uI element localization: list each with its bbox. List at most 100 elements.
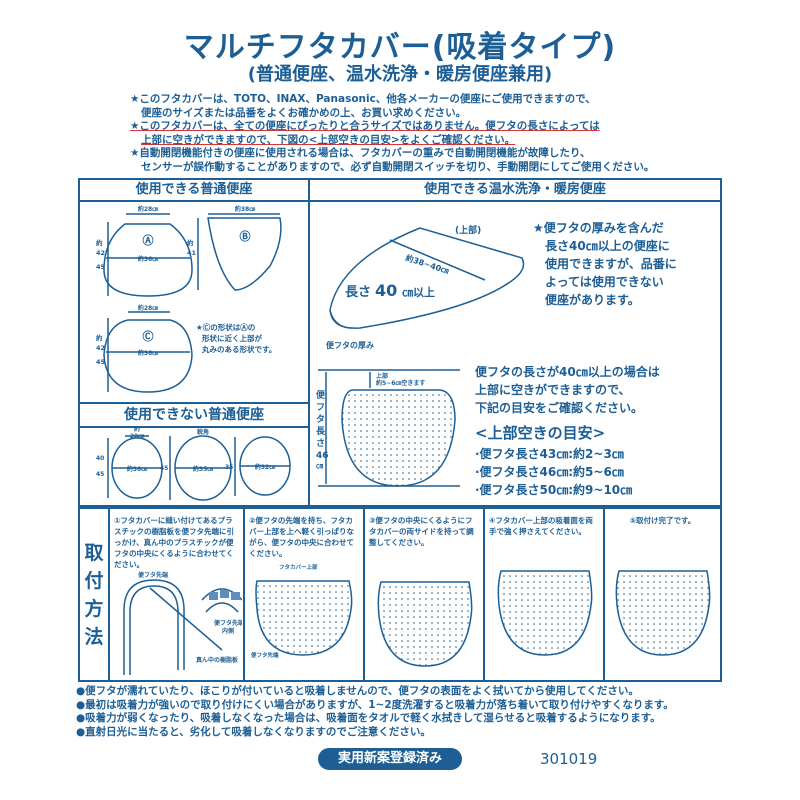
step-2-label: 便フタ先端	[251, 651, 279, 659]
step-5-illustration	[615, 570, 711, 656]
washlet-column: 使用できる温水洗浄・暖房便座 (上部) 約38~40㎝ 長さ 40 ㎝以上 便フ…	[310, 180, 720, 505]
washlet-note: 使用できますが、品番に	[544, 256, 677, 271]
note-line: ★自動開閉機能付きの便座に使用される場合は、フタカバーの重みで自動開閉機能が故障…	[130, 147, 591, 159]
seat-c-note: 形状に近く上部が	[202, 333, 262, 343]
installation-panel: 取 付 方 法 ①フタカバーに縫い付けてあるプラスチックの樹脂板を便フタ先端に引…	[78, 507, 722, 682]
note-line: ★このフタカバーは、全ての便座にぴったりと合うサイズではありません。便フタの長さ…	[130, 120, 600, 132]
compatibility-panel: 使用できる普通便座 Ⓐ 約28㎝ 約36㎝ 約 42 45 Ⓑ 約38㎝ 約 4…	[78, 178, 722, 507]
unusable-3-width: 約32㎝	[255, 463, 275, 471]
info-text: 下記の目安をご確認ください。	[475, 400, 643, 415]
guide-item: ·便フタ長さ46㎝:約5~6㎝	[475, 464, 624, 479]
install-label-char: 法	[84, 626, 104, 648]
seat-a-height: 42	[96, 249, 105, 257]
step-2-illustration: フタカバー上部 便フタ先端	[251, 563, 353, 659]
washlet-lid-shape	[329, 227, 525, 329]
step-text: ②便フタの先端を持ち、フタカバー上部を上へ軽く引っぱりながら、便フタの中央に合わ…	[249, 516, 354, 558]
seat-b-height: 41	[187, 249, 197, 257]
step-1-label: 便フタ先端	[138, 571, 168, 579]
unusable-1-top: 約	[134, 426, 140, 433]
gap-label: 上部	[376, 372, 388, 380]
product-subtitle: (普通便座、温水洗浄・暖房便座兼用)	[247, 64, 553, 85]
lid-length-label: 長	[316, 426, 326, 437]
lid-length-label: フ	[316, 403, 325, 413]
note-line: 便座のサイズまたは品番をよくお確かめの上、お買い求めください。	[141, 106, 467, 119]
utility-model-badge: 実用新案登録済み	[318, 748, 462, 770]
step-1-label: 真ん中の樹脂板	[196, 656, 239, 664]
install-step-3: ③便フタの中央にくるようにフタカバーの両サイドを持って調整してください。	[363, 509, 483, 680]
thickness-label: 便フタの厚み	[326, 340, 374, 350]
note-line: 上部に空きができますので、下図の<上部空きの目安>をよくご確認ください。	[141, 133, 516, 146]
step-4-illustration	[497, 570, 593, 656]
note-line: ★このフタカバーは、TOTO、INAX、Panasonic、他各メーカーの便座に…	[130, 93, 596, 105]
step-text: ④フタカバー上部の吸着面を両手で強く押さえてください。	[489, 516, 593, 536]
guide-title: <上部空きの目安>	[475, 424, 605, 442]
seat-c-width: 約36㎝	[138, 349, 158, 357]
seat-c-label: Ⓒ	[143, 329, 154, 343]
step-text: ③便フタの中央にくるようにフタカバーの両サイドを持って調整してください。	[369, 516, 474, 547]
washlet-diagrams: (上部) 約38~40㎝ 長さ 40 ㎝以上 便フタの厚み ★便フタの厚みを含ん…	[316, 220, 677, 497]
step-1-label: 便フタ先端	[214, 619, 242, 627]
install-step-4: ④フタカバー上部の吸着面を両手で強く押さえてください。	[483, 509, 603, 680]
unusable-2-height: 45	[160, 465, 168, 472]
unusable-regular-header: 使用できない普通便座	[80, 402, 308, 428]
top-label: (上部)	[455, 224, 481, 236]
lid-cover-shape	[341, 389, 456, 487]
caution-notes: ★このフタカバーは、TOTO、INAX、Panasonic、他各メーカーの便座に…	[130, 93, 654, 174]
washlet-note: 便座があります。	[545, 292, 640, 307]
guide-item: ·便フタ長さ43㎝:約2~3㎝	[475, 446, 624, 461]
step-2-label: フタカバー上部	[279, 563, 318, 571]
product-title: マルチフタカバー(吸着タイプ)	[183, 30, 617, 65]
install-label-char: 付	[84, 570, 104, 592]
seat-c-height: 42	[96, 344, 105, 352]
unusable-1-height: 45	[96, 471, 104, 478]
step-3-illustration	[377, 581, 473, 667]
unusable-1-top: 20㎝	[130, 433, 144, 440]
note-line: センサーが誤作動することがありますので、必ず自動開閉スイッチを切り、手動開閉にし…	[141, 160, 655, 173]
seat-a-shape	[103, 223, 193, 297]
seat-c-top: 約28㎝	[138, 304, 158, 312]
lid-length-label: 便	[316, 389, 326, 401]
unusable-2-top: 鋭角	[197, 428, 209, 436]
regular-seat-column: 使用できる普通便座 Ⓐ 約28㎝ 約36㎝ 約 42 45 Ⓑ 約38㎝ 約 4…	[80, 180, 310, 505]
washlet-note: 長さ40㎝以上の便座に	[545, 238, 670, 253]
length-unit: ㎝以上	[402, 285, 435, 299]
unusable-1-width: 約36㎝	[127, 465, 147, 473]
bullet-item: ●最初は吸着力が強いので取り付けにくい場合がありますが、1~2度洗濯すると吸着力…	[76, 698, 674, 711]
seat-b-shape	[207, 217, 282, 291]
usable-regular-header: 使用できる普通便座	[80, 180, 308, 202]
bullet-item: ●直射日光に当たると、劣化して吸着しなくなりますのでご注意ください。	[76, 725, 431, 738]
lid-length-label: さ	[316, 438, 325, 449]
length-label: 長さ	[345, 285, 371, 300]
seat-a-label: Ⓐ	[143, 233, 154, 247]
guide-item: ·便フタ長さ50㎝:約9~10㎝	[475, 482, 632, 497]
product-code: 301019	[540, 750, 598, 768]
unusable-2-width: 約35㎝	[193, 465, 213, 473]
seat-c-shape	[103, 319, 193, 393]
info-text: 便フタの長さが40㎝以上の場合は	[475, 364, 660, 379]
seat-b-label: Ⓑ	[240, 229, 251, 243]
install-step-2: ②便フタの先端を持ち、フタカバー上部を上へ軽く引っぱりながら、便フタの中央に合わ…	[243, 509, 363, 680]
seat-c-height: 45	[96, 358, 106, 366]
seat-a-height: 45	[96, 263, 106, 271]
step-text: ⑤取付け完了です。	[629, 516, 696, 525]
install-label: 取 付 方 法	[80, 539, 108, 651]
length-value: 40	[375, 281, 397, 300]
step-text: ①フタカバーに縫い付けてあるプラスチックの樹脂板を便フタ先端に引っかけ、真ん中の…	[114, 516, 234, 569]
washlet-note: よっては使用できない	[545, 274, 664, 289]
info-text: 上部に空きができますので、	[475, 382, 631, 397]
lid-length-label: 46	[316, 451, 329, 461]
install-label-char: 取	[84, 542, 104, 564]
seat-b-top: 約38㎝	[235, 205, 255, 213]
gap-label: 約5~6㎝空きます	[376, 379, 425, 387]
unusable-regular-diagrams: 約 20㎝ 約36㎝ 40 45 鋭角 約35㎝ 45 約32㎝ 35	[96, 426, 291, 501]
seat-c-height: 約	[96, 333, 103, 342]
step-1-label: 内側	[222, 627, 234, 635]
unusable-3-height: 35	[225, 464, 233, 471]
bullet-item: ●便フタが濡れていたり、ほこりが付いていると吸着しませんので、便フタの表面をよく…	[76, 685, 639, 697]
bullet-item: ●吸着力が弱くなったり、吸着しなくなった場合は、吸着面をタオルで軽く水拭きして湿…	[76, 712, 661, 724]
usable-regular-diagrams: Ⓐ 約28㎝ 約36㎝ 約 42 45 Ⓑ 約38㎝ 約 41 Ⓒ 約28㎝ 約…	[96, 205, 282, 393]
seat-c-note: 丸みのある形状です。	[201, 344, 276, 354]
seat-b-height: 約	[187, 238, 194, 247]
seat-a-top: 約28㎝	[138, 205, 158, 213]
unusable-1-height: 40	[96, 455, 104, 462]
